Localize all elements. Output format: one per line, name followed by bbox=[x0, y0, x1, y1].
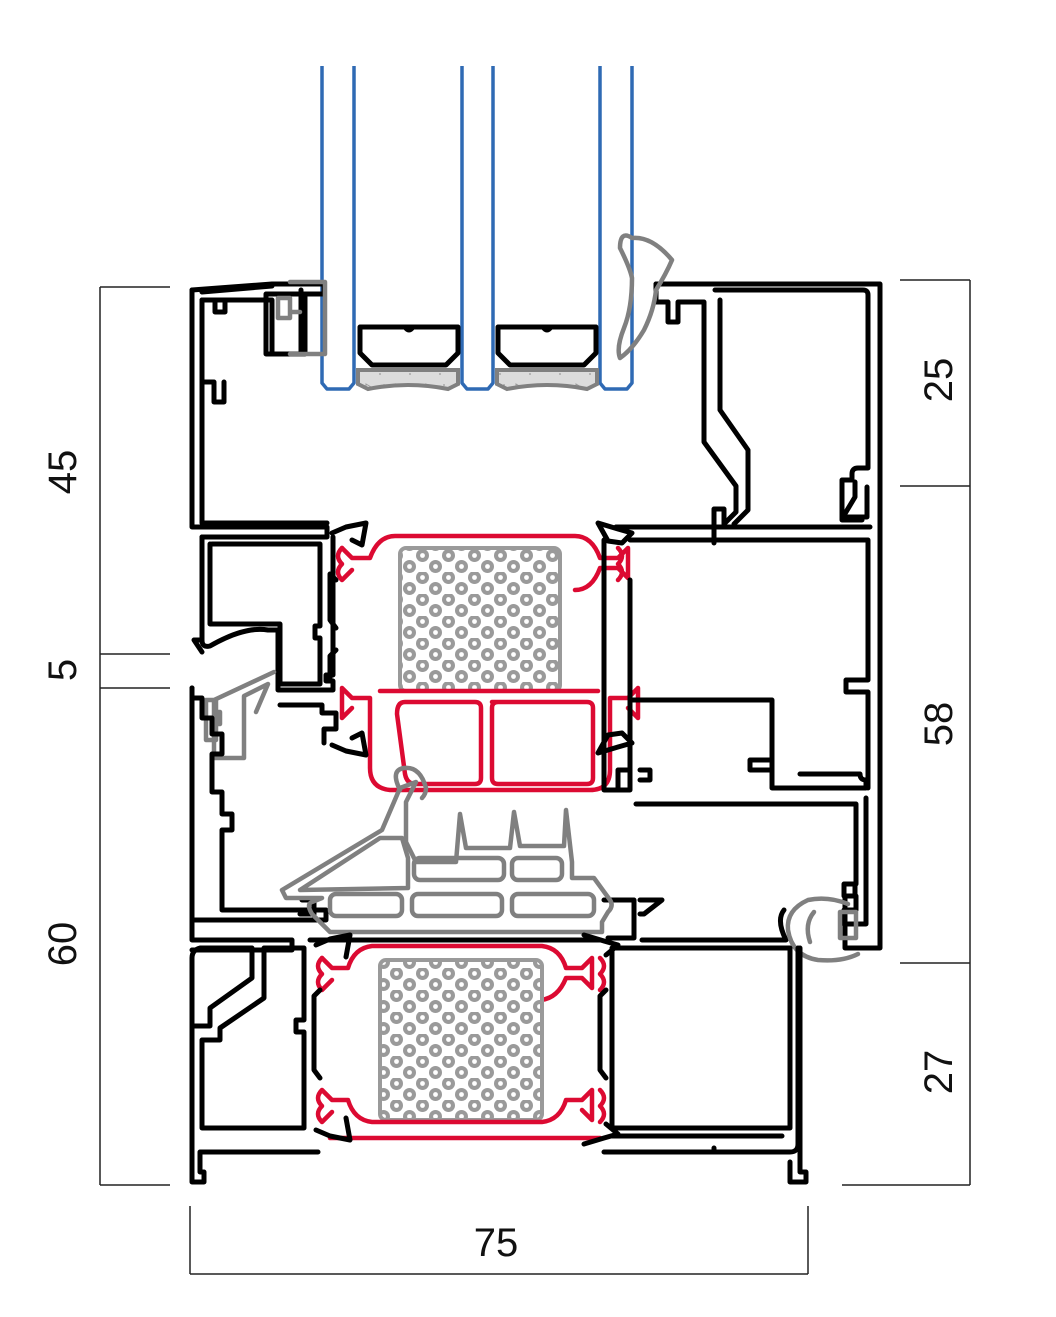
gasket-chamber bbox=[411, 855, 507, 883]
dimension-bottom: 75 bbox=[189, 1206, 809, 1275]
lower-thermal-break bbox=[315, 943, 607, 1141]
gasket-chamber bbox=[509, 855, 565, 883]
dimension-left: 45 5 60 bbox=[41, 286, 170, 1186]
dimension-right: 25 58 27 bbox=[842, 279, 971, 1186]
dimension-label-60: 60 bbox=[41, 922, 85, 967]
glass-pane-middle bbox=[460, 66, 495, 391]
dimension-label-75: 75 bbox=[474, 1221, 519, 1265]
dimension-label-27: 27 bbox=[917, 1050, 961, 1095]
gasket-chamber bbox=[409, 891, 505, 919]
secondary-sealant-1 bbox=[356, 368, 460, 392]
dimension-label-25: 25 bbox=[917, 358, 961, 403]
glass-pane-outer bbox=[320, 66, 356, 391]
sash-profile-outer bbox=[189, 281, 336, 693]
dimension-label-5: 5 bbox=[41, 659, 85, 681]
glass-pane-inner bbox=[598, 66, 634, 391]
center-seal-gasket bbox=[785, 896, 861, 963]
spacer-1 bbox=[357, 324, 461, 368]
dimension-label-58: 58 bbox=[917, 702, 961, 747]
gasket-chamber bbox=[509, 891, 597, 919]
secondary-sealant-2 bbox=[495, 368, 599, 392]
glazing-gasket-inner bbox=[616, 233, 675, 361]
lip-gasket-left bbox=[203, 669, 277, 761]
upper-break-clips bbox=[327, 520, 635, 758]
triple-glazing bbox=[320, 66, 634, 391]
dimension-label-45: 45 bbox=[41, 450, 85, 495]
frame-lower-profile bbox=[189, 945, 809, 1185]
upper-thermal-break bbox=[335, 533, 641, 793]
spacer-bars bbox=[356, 324, 599, 392]
glazing-gasket-outer bbox=[275, 279, 328, 357]
centre-gasket bbox=[279, 765, 614, 935]
frame-profile bbox=[189, 537, 871, 953]
gasket-chamber bbox=[327, 891, 405, 919]
spacer-2 bbox=[495, 324, 599, 368]
insulation-foam-lower bbox=[378, 958, 544, 1122]
glazing-bead bbox=[613, 281, 883, 951]
insulation-foam-upper bbox=[398, 546, 562, 693]
